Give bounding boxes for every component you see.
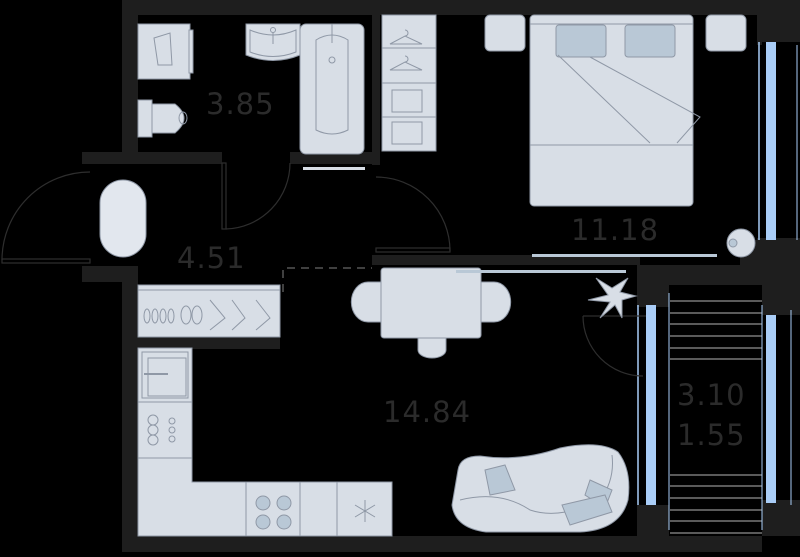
dining-table — [350, 267, 512, 359]
balcony-slats — [668, 293, 763, 534]
double-bed — [529, 14, 701, 207]
ottoman — [99, 179, 147, 258]
room-area-bathroom: 3.85 — [206, 87, 275, 121]
kitchen-sink — [141, 351, 189, 399]
robot-vacuum — [726, 228, 756, 258]
shoe-rack-wardrobe — [137, 284, 281, 338]
windows — [532, 42, 798, 505]
fridge-snowflake-icon — [354, 500, 376, 522]
cooktop — [255, 495, 292, 530]
doors — [1, 162, 646, 377]
dishwasher-oven — [147, 414, 176, 446]
nightstand-left — [484, 14, 526, 52]
kitchen-counter — [137, 347, 393, 537]
room-area-kitchen-living: 14.84 — [383, 395, 472, 429]
nightstand-right — [705, 14, 747, 52]
walls — [82, 0, 800, 552]
washing-machine — [137, 23, 194, 80]
curtain — [456, 270, 626, 273]
room-area-bedroom: 11.18 — [571, 213, 660, 247]
bathroom-sill — [303, 167, 365, 170]
room-area-balcony-secondary: 1.55 — [677, 418, 746, 452]
opening-dashed-line — [282, 267, 372, 292]
room-area-balcony: 3.10 — [677, 378, 746, 412]
wardrobe-bedroom — [381, 14, 437, 152]
plant — [587, 277, 638, 319]
sofa — [451, 444, 630, 533]
sink-bathroom — [245, 23, 301, 61]
toilet — [137, 99, 188, 138]
bathtub — [299, 23, 365, 155]
room-area-hallway: 4.51 — [177, 241, 246, 275]
